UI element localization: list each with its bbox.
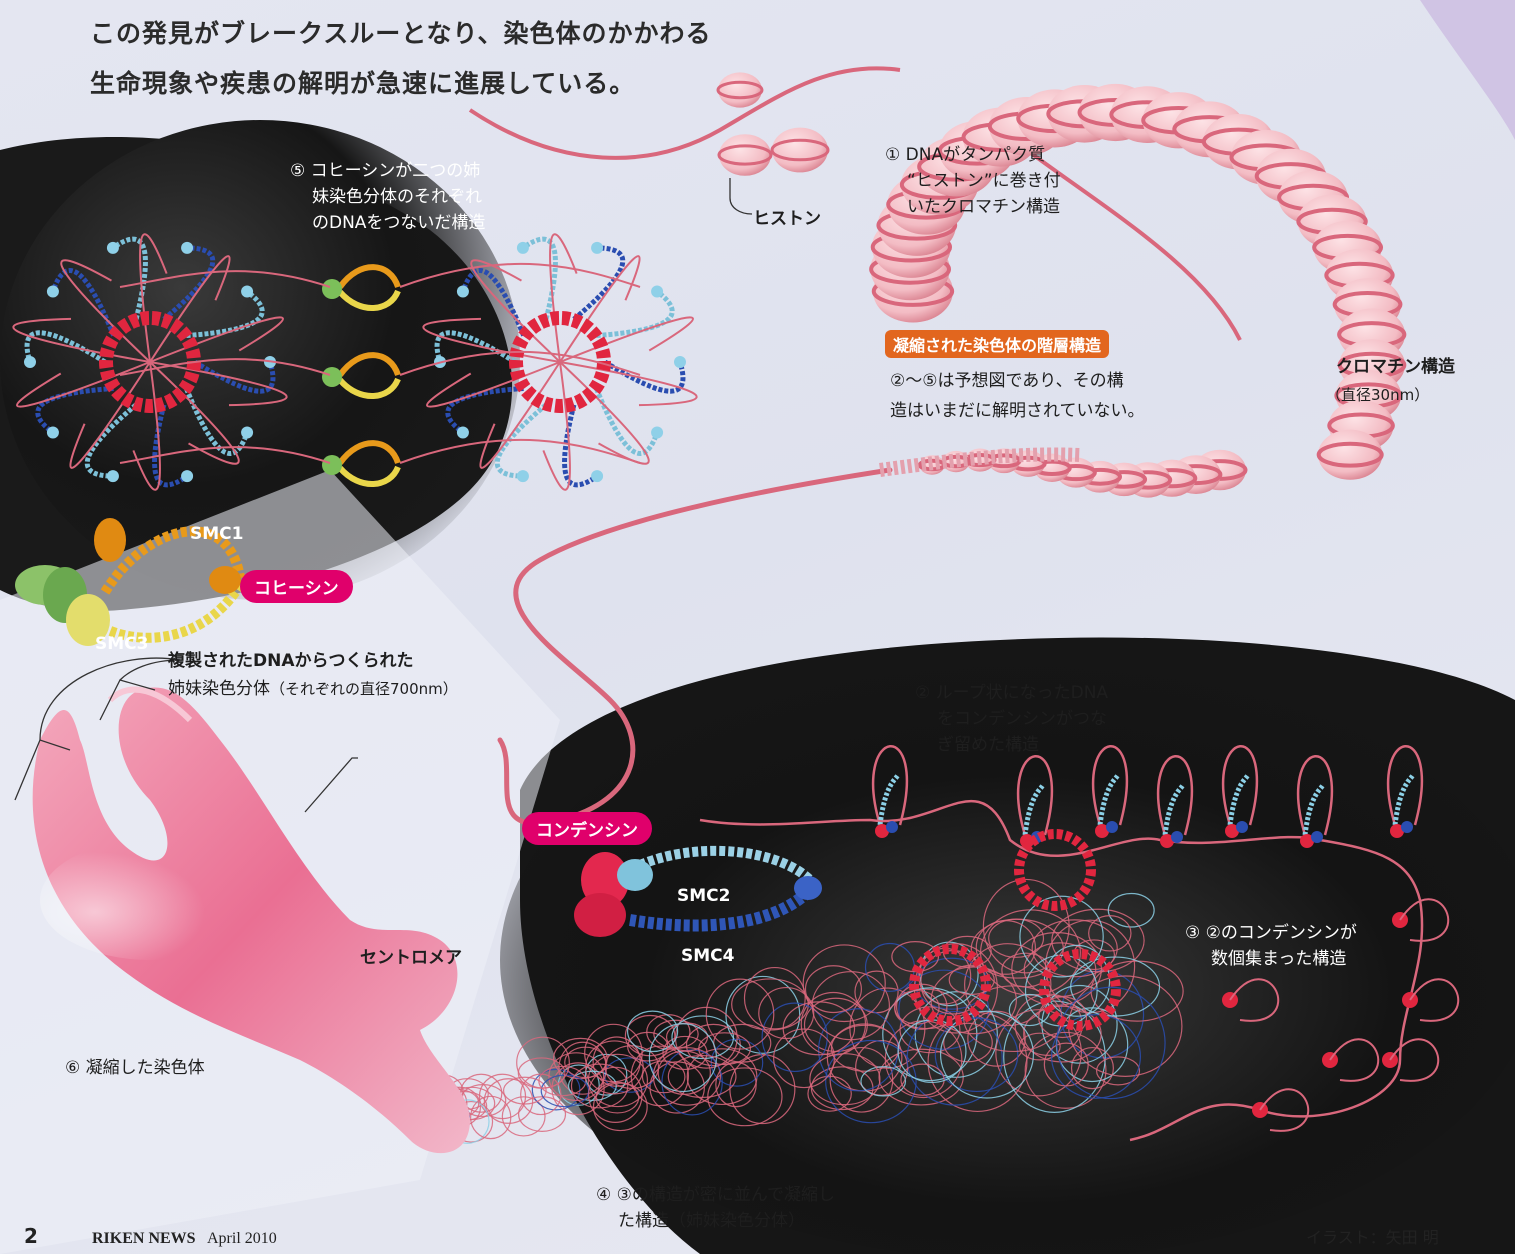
headline-line-1: この発見がブレークスルーとなり、染色体のかかわる	[90, 14, 712, 50]
step2-label: ② ループ状になったDNA をコンデンシンがつな ぎ留めた構造	[915, 680, 1108, 758]
step1-label: ① DNAがタンパク質 “ヒストン”に巻き付 いたクロマチン構造	[885, 142, 1061, 220]
nucleosome	[719, 134, 771, 176]
nucleosome	[718, 72, 762, 107]
sister-chromatid-caption: 姉妹染色分体（それぞれの直径700nm）	[168, 676, 458, 702]
footer-issue: April 2010	[207, 1230, 277, 1248]
illustration-credit: イラスト：矢田 明	[1306, 1224, 1439, 1248]
centromere-label: セントロメア	[360, 945, 462, 971]
headline-line-2: 生命現象や疾患の解明が急速に進展している。	[90, 64, 635, 100]
step4-label: ④ ③の構造が密に並んで凝縮し た構造（姉妹染色分体）	[596, 1182, 835, 1234]
hierarchy-tag: 凝縮された染色体の階層構造	[885, 330, 1109, 358]
step2-line-3: ぎ留めた構造	[915, 732, 1108, 758]
smc3-label: SMC3	[95, 634, 148, 654]
chromatin-title: クロマチン構造	[1336, 354, 1455, 380]
step5-label: ⑤ コヒーシンが二つの姉 妹染色分体のそれぞれ のDNAをつないだ構造	[290, 158, 485, 236]
footer-brand: RIKEN NEWS	[92, 1230, 196, 1248]
step1-line-1: ① DNAがタンパク質	[885, 142, 1061, 168]
condensin-badge: コンデンシン	[522, 812, 652, 845]
chromatin-size: （直径30nm）	[1326, 382, 1429, 408]
step2-line-2: をコンデンシンがつな	[915, 706, 1108, 732]
histone-label: ヒストン	[753, 206, 821, 232]
step4-line-2: た構造（姉妹染色分体）	[596, 1208, 835, 1234]
sister-chromatid-title: 複製されたDNAからつくられた	[168, 648, 414, 674]
step3-label: ③ ②のコンデンシンが 数個集まった構造	[1185, 920, 1357, 972]
cohesin-badge: コヒーシン	[240, 570, 353, 603]
hierarchy-note-line-1: ②〜⑤は予想図であり、その構	[890, 366, 1145, 396]
step5-line-2: 妹染色分体のそれぞれ	[290, 184, 485, 210]
hierarchy-note-line-2: 造はいまだに解明されていない。	[890, 396, 1145, 426]
smc4-label: SMC4	[681, 946, 734, 966]
sister-chromatid-name: 姉妹染色分体	[168, 679, 270, 699]
hierarchy-note: ②〜⑤は予想図であり、その構 造はいまだに解明されていない。	[890, 366, 1145, 426]
step3-line-2: 数個集まった構造	[1185, 946, 1357, 972]
step6-label: ⑥ 凝縮した染色体	[65, 1055, 205, 1081]
step5-line-1: ⑤ コヒーシンが二つの姉	[290, 158, 485, 184]
smc1-label: SMC1	[190, 524, 243, 544]
step1-line-2: “ヒストン”に巻き付	[885, 168, 1061, 194]
nucleosome	[772, 128, 828, 173]
page-number: 2	[24, 1224, 38, 1248]
step1-line-3: いたクロマチン構造	[885, 194, 1061, 220]
step2-line-1: ② ループ状になったDNA	[915, 680, 1108, 706]
nucleosome	[1318, 430, 1382, 480]
step3-line-1: ③ ②のコンデンシンが	[1185, 920, 1357, 946]
step5-line-3: のDNAをつないだ構造	[290, 210, 485, 236]
sister-chromatid-size: （それぞれの直径700nm）	[270, 680, 458, 698]
chromatin-fiber	[718, 72, 1405, 497]
smc2-label: SMC2	[677, 886, 730, 906]
step4-line-1: ④ ③の構造が密に並んで凝縮し	[596, 1182, 835, 1208]
